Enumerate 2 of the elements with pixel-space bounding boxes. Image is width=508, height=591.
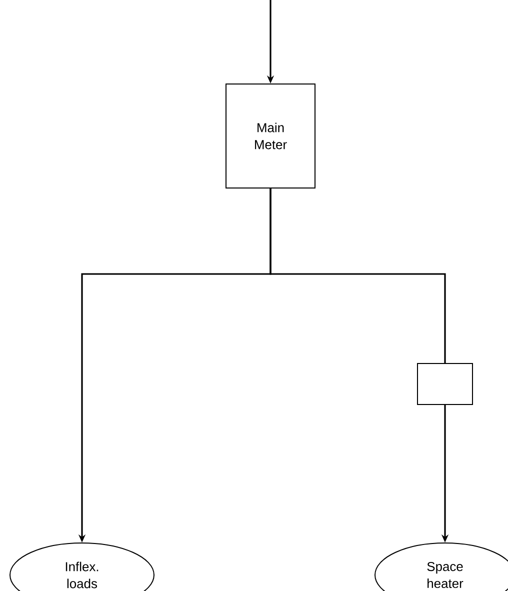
- meter-box: Main Meter: [226, 84, 316, 188]
- empty-box: [417, 363, 473, 405]
